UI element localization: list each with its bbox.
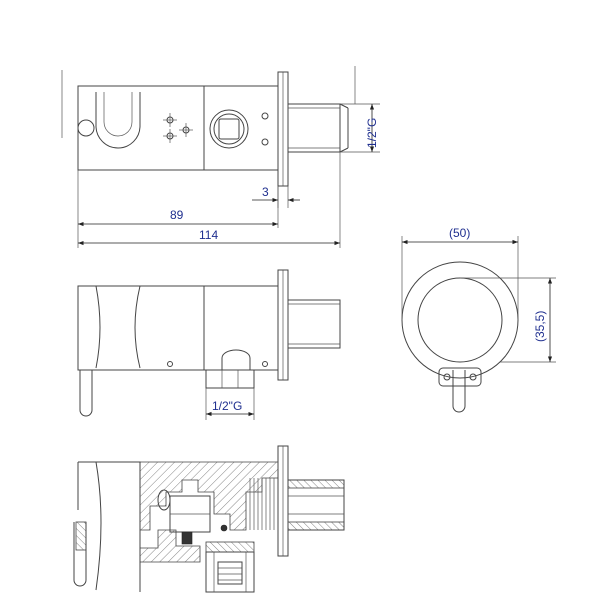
dim-width-89: 89 — [170, 208, 184, 222]
dim-thread-side: 1/2"G — [212, 399, 242, 413]
dim-height-35-5: (35,5) — [533, 311, 547, 342]
dim-diameter-50: (50) — [449, 226, 470, 240]
top-nut — [209, 109, 249, 149]
top-view: 1/2"G 3 89 114 — [61, 66, 380, 248]
front-view: 1/2"G — [77, 269, 341, 420]
dim-width-114: 114 — [199, 228, 218, 242]
dim-offset: 3 — [262, 185, 269, 199]
section-view — [73, 445, 345, 593]
dim-thread-top: 1/2"G — [365, 118, 379, 148]
screw-holes — [163, 112, 269, 146]
side-view: (50) (35,5) — [401, 226, 556, 413]
thread-lines — [249, 478, 275, 530]
